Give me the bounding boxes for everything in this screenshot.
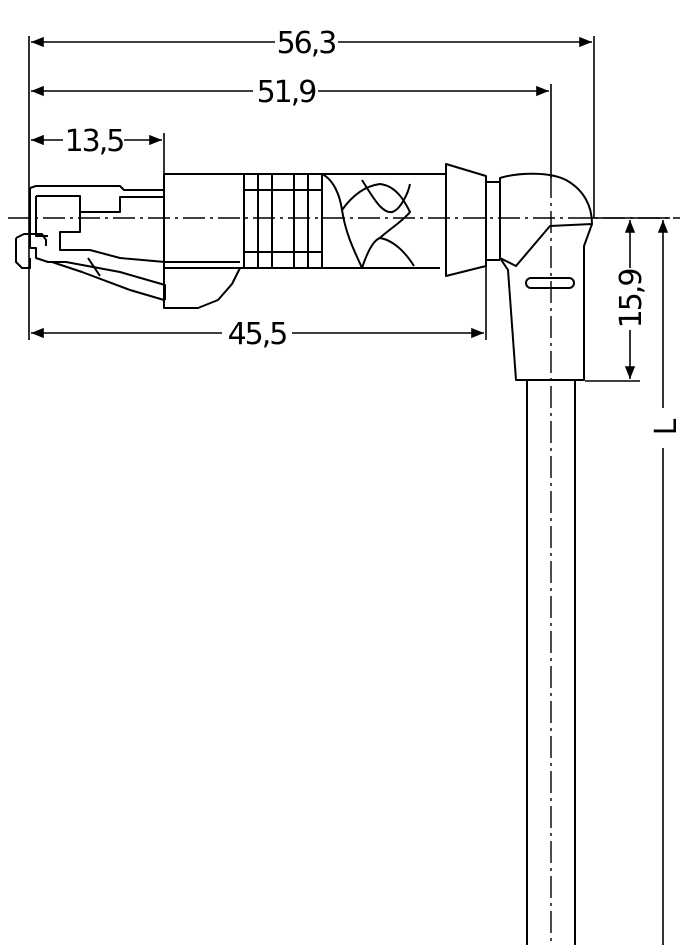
dimension-L: L bbox=[649, 220, 684, 945]
center-lines bbox=[8, 176, 680, 945]
dim-label-45-5: 45,5 bbox=[228, 317, 287, 352]
dim-label-56-3: 56,3 bbox=[277, 26, 336, 61]
angled-head bbox=[499, 172, 593, 381]
dimension-13-5: 13,5 bbox=[30, 124, 162, 159]
dimension-51-9: 51,9 bbox=[30, 75, 549, 110]
dimension-56-3: 56,3 bbox=[30, 26, 592, 61]
dim-label-13-5: 13,5 bbox=[65, 124, 124, 159]
rj45-plug bbox=[15, 185, 166, 301]
extension-lines bbox=[28, 36, 670, 382]
label-slot bbox=[525, 277, 575, 289]
dim-label-L: L bbox=[649, 418, 684, 435]
dimension-15-9: 15,9 bbox=[614, 220, 649, 380]
dim-label-51-9: 51,9 bbox=[257, 75, 316, 110]
connector-body bbox=[163, 163, 501, 309]
dimension-45-5: 45,5 bbox=[30, 317, 485, 352]
dim-label-15-9: 15,9 bbox=[614, 270, 649, 329]
cable bbox=[526, 380, 576, 945]
